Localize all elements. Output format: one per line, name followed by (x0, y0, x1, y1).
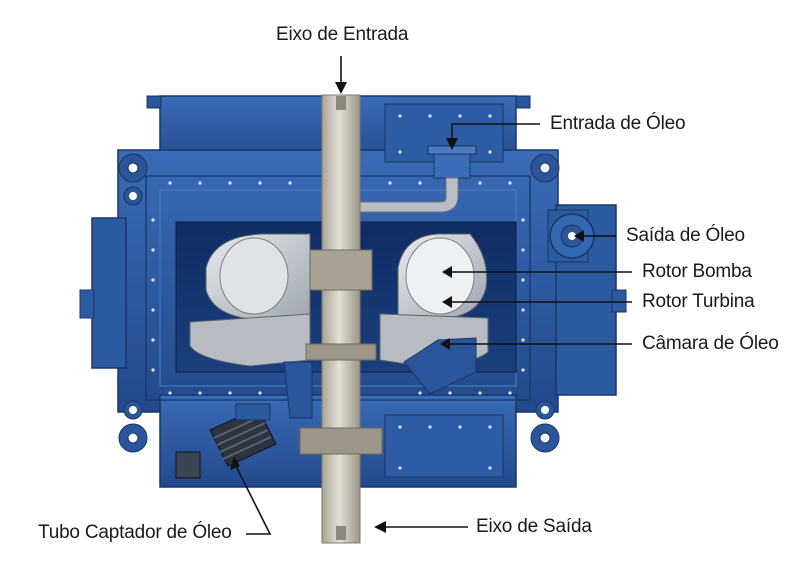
shaft (299, 94, 383, 544)
label-oil-inlet: Entrada de Óleo (550, 113, 686, 134)
label-oil-outlet: Saída de Óleo (626, 225, 745, 246)
leader-lines (235, 56, 632, 535)
arrowheads (230, 82, 584, 533)
label-pump-rotor: Rotor Bomba (642, 261, 752, 282)
label-input-shaft: Eixo de Entrada (276, 24, 409, 45)
label-oil-chamber: Câmara de Óleo (642, 333, 779, 354)
label-oil-pickup-tube: Tubo Captador de Óleo (38, 522, 232, 543)
pump-rotor (205, 233, 488, 321)
oil-chamber (283, 337, 477, 419)
oil-pickup-tube (175, 403, 277, 479)
housing-bolts (151, 114, 525, 470)
label-output-shaft: Eixo de Saída (476, 516, 592, 537)
label-turbine-rotor: Rotor Turbina (642, 291, 755, 312)
oil-outlet-flange (547, 209, 595, 263)
